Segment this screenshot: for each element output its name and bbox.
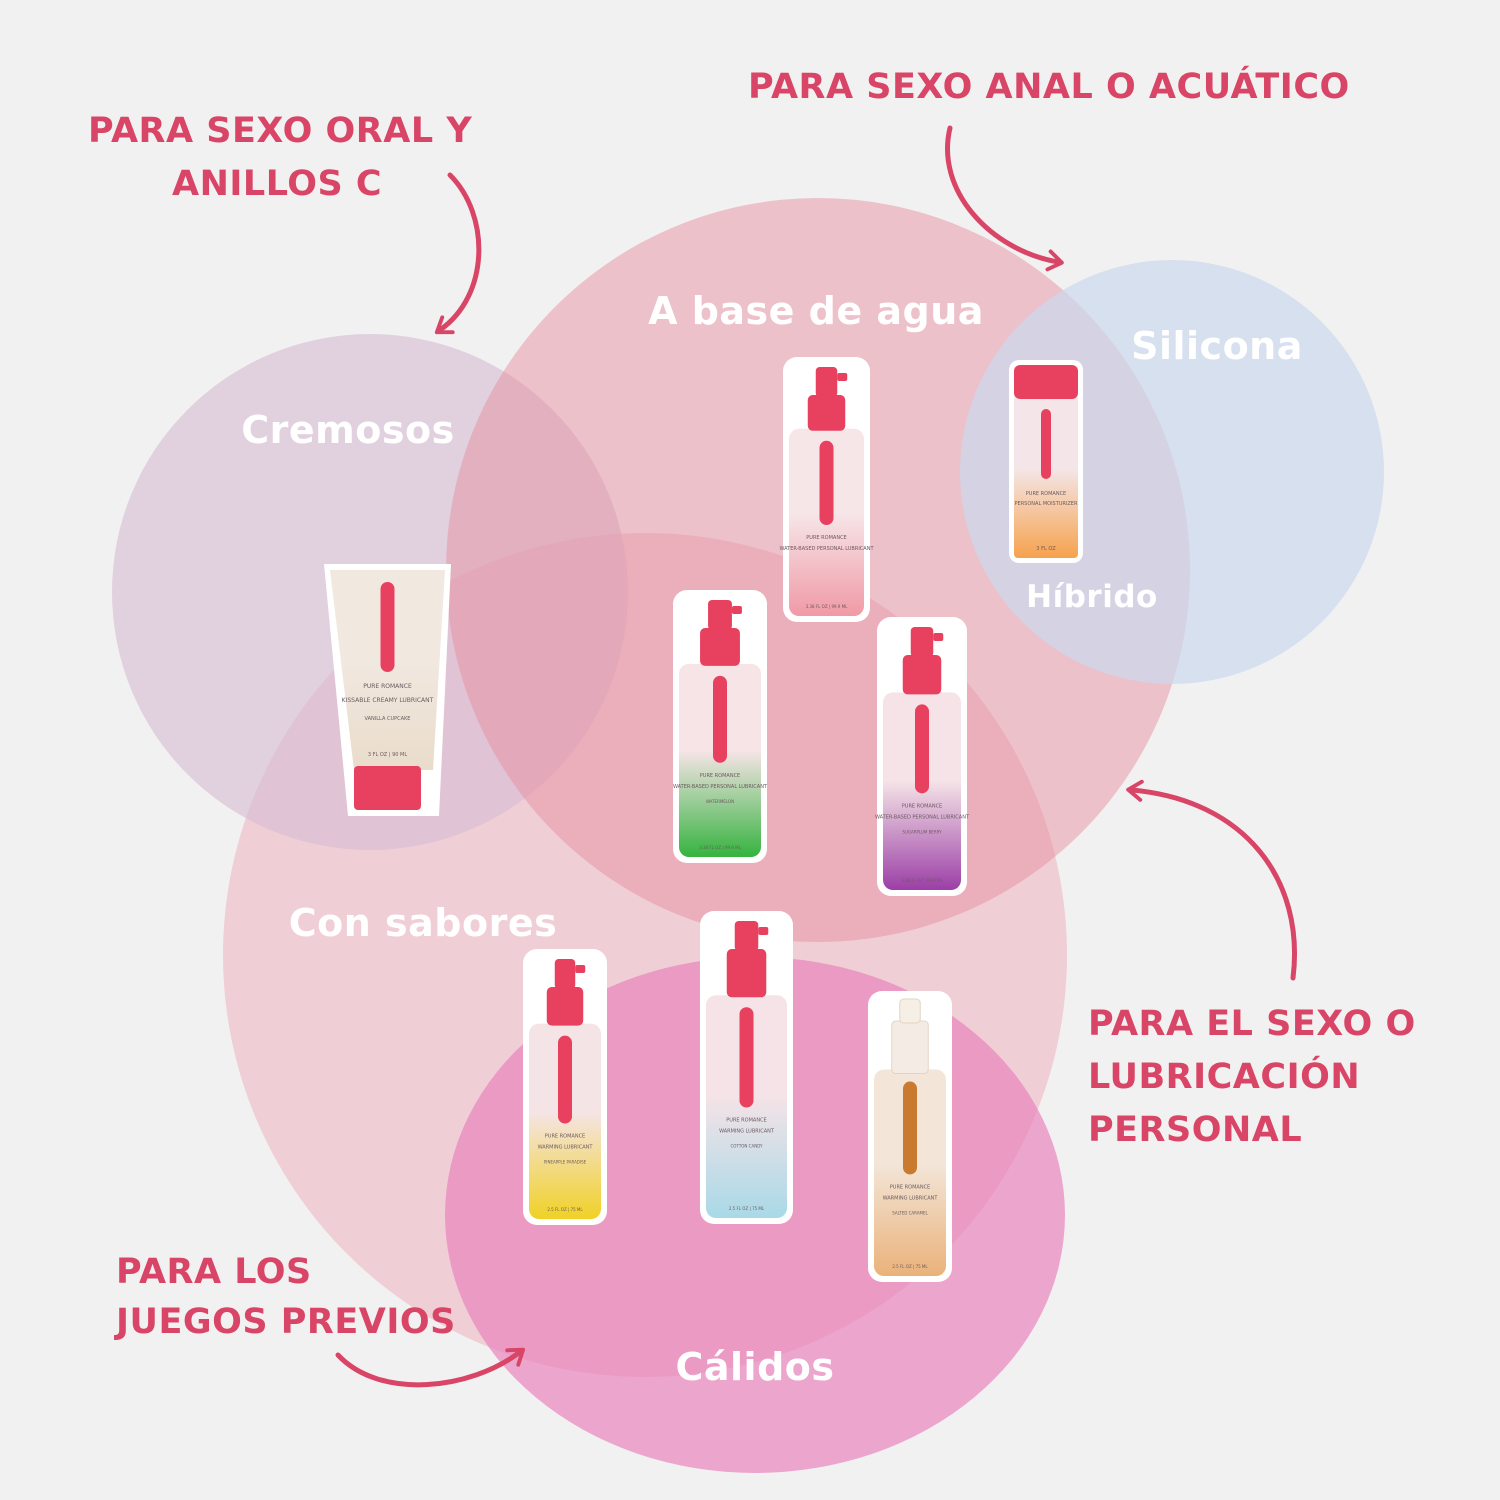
- product-brand: PURE ROMANCE: [363, 683, 412, 690]
- callout-anal-line1: PARA SEXO ANAL O ACUÁTICO: [748, 67, 1350, 107]
- pump-head: [910, 627, 934, 657]
- arrow-personal: [1126, 779, 1297, 981]
- callout-juegos: PARA LOS JUEGOS PREVIOS: [116, 1247, 456, 1347]
- product-variant: SALTED CARAMEL: [892, 1210, 928, 1215]
- label-con-sabores: Con sabores: [288, 901, 558, 945]
- bottle-stripe: [739, 1007, 754, 1108]
- arrow-oral: [434, 172, 482, 335]
- product-name: WARMING LUBRICANT: [719, 1128, 775, 1134]
- pump-nozzle: [731, 606, 742, 614]
- bottle-stripe: [819, 440, 834, 526]
- arrow-anal: [945, 125, 1064, 272]
- product-brand: PURE ROMANCE: [890, 1184, 930, 1190]
- callout-oral: PARA SEXO ORAL Y ANILLOS C: [88, 105, 472, 211]
- product-brand: PURE ROMANCE: [545, 1134, 585, 1140]
- pump-nozzle: [575, 965, 586, 973]
- product-size: 3 FL OZ: [1036, 546, 1056, 552]
- product-sens-caramel: PURE ROMANCE WARMING LUBRICANT SALTED CARA…: [868, 991, 952, 1282]
- product-name: WATER-BASED PERSONAL LUBRICANT: [875, 814, 970, 820]
- bottle-stripe: [915, 704, 929, 794]
- product-name: KISSABLE CREAMY LUBRICANT: [342, 697, 434, 704]
- product-variant: SUGARPLUM BERRY: [902, 829, 942, 834]
- callout-personal-line2: LUBRICACIÓN: [1088, 1057, 1361, 1097]
- callout-personal: PARA EL SEXO O LUBRICACIÓN PERSONAL: [1088, 998, 1416, 1157]
- arrow-juegos: [335, 1347, 526, 1388]
- product-sens-blue: PURE ROMANCE WARMING LUBRICANT COTTON CAND…: [700, 911, 793, 1224]
- product-brand: PURE ROMANCE: [1026, 491, 1066, 497]
- product-sens-yellow: PURE ROMANCE WARMING LUBRICANT PINEAPPLE P…: [523, 949, 607, 1225]
- arrows: [335, 125, 1297, 1388]
- product-size: 2.5 FL OZ | 75 ML: [547, 1207, 583, 1212]
- product-images: PURE ROMANCE KISSABLE CREAMY LUBRICANT VAN…: [324, 357, 1083, 1282]
- tube-stripe: [380, 582, 395, 672]
- pump-collar: [902, 655, 942, 695]
- label-cremosos: Cremosos: [241, 408, 455, 452]
- product-size: 3.38 FL OZ | 99.9 ML: [806, 604, 848, 609]
- product-variant: PINEAPPLE PARADISE: [544, 1160, 587, 1165]
- product-brand: PURE ROMANCE: [726, 1117, 766, 1123]
- jar-cap: [1014, 365, 1078, 399]
- callout-juegos-line1: PARA LOS: [116, 1252, 312, 1292]
- callout-oral-line1: PARA SEXO ORAL Y: [88, 111, 473, 151]
- callout-anal: PARA SEXO ANAL O ACUÁTICO: [748, 61, 1350, 114]
- pump-head: [708, 600, 732, 630]
- pump-nozzle: [837, 373, 848, 381]
- callout-oral-line2: ANILLOS C: [172, 164, 383, 204]
- product-brand: PURE ROMANCE: [806, 535, 846, 541]
- label-hibrido: Híbrido: [1026, 579, 1158, 615]
- product-name: WARMING LUBRICANT: [538, 1145, 594, 1151]
- product-brand: PURE ROMANCE: [902, 803, 942, 809]
- pump-collar: [807, 395, 846, 431]
- bottle-stripe: [558, 1035, 572, 1124]
- product-name: WARMING LUBRICANT: [883, 1195, 939, 1201]
- jar-stripe: [1041, 409, 1051, 479]
- product-brand: PURE ROMANCE: [700, 773, 740, 779]
- product-name: PERSONAL MOISTURIZER: [1015, 501, 1078, 507]
- callout-personal-line3: PERSONAL: [1088, 1110, 1303, 1150]
- pump-head: [815, 367, 838, 397]
- product-size: 2.5 FL OZ | 75 ML: [892, 1264, 928, 1269]
- product-variant: COTTON CANDY: [731, 1143, 764, 1148]
- label-calidos: Cálidos: [675, 1345, 835, 1389]
- pump-collar: [546, 987, 584, 1026]
- pump-nozzle: [758, 927, 769, 935]
- product-variant: VANILLA CUPCAKE: [365, 716, 411, 722]
- product-jlm-purple: PURE ROMANCE WATER-BASED PERSONAL LUBRICA…: [875, 617, 970, 896]
- callout-personal-line1: PARA EL SEXO O: [1088, 1004, 1416, 1044]
- label-silicona: Silicona: [1131, 324, 1303, 368]
- callout-juegos-line2: JUEGOS PREVIOS: [116, 1302, 456, 1342]
- product-name: WATER-BASED PERSONAL LUBRICANT: [779, 546, 874, 552]
- bottle-stripe: [903, 1081, 917, 1175]
- product-size: 3 FL OZ | 90 ML: [368, 752, 408, 758]
- pump-collar: [891, 1020, 929, 1075]
- label-a-base-de-agua: A base de agua: [648, 289, 984, 333]
- pump-collar: [726, 949, 767, 998]
- product-size: 3.38 FL OZ | 99.9 ML: [901, 878, 943, 883]
- product-whipped: PURE ROMANCE KISSABLE CREAMY LUBRICANT VAN…: [324, 564, 451, 816]
- pump-head: [734, 921, 759, 951]
- pump-nozzle: [933, 633, 944, 641]
- tube-cap: [354, 766, 421, 810]
- pump-head: [554, 959, 576, 989]
- product-size: 2.5 FL OZ | 75 ML: [729, 1206, 765, 1211]
- bottle-stripe: [713, 675, 727, 763]
- pump-collar: [700, 628, 740, 666]
- product-variant: WATERMELON: [706, 799, 734, 804]
- product-name: WATER-BASED PERSONAL LUBRICANT: [673, 784, 768, 790]
- product-size: 3.38 FL OZ | 99.9 ML: [699, 845, 741, 850]
- product-jlm-pink: PURE ROMANCE WATER-BASED PERSONAL LUBRICA…: [779, 357, 874, 622]
- product-jlm-green: PURE ROMANCE WATER-BASED PERSONAL LUBRICA…: [673, 590, 768, 863]
- product-hybrid: PURE ROMANCE PERSONAL MOISTURIZER 3 FL OZ: [1009, 360, 1083, 563]
- pump-head: [899, 998, 921, 1024]
